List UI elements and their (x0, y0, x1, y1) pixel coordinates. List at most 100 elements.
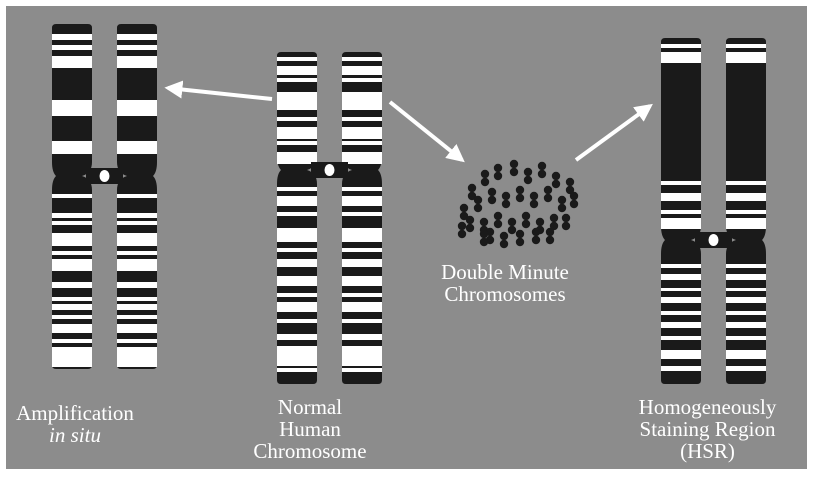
band (52, 259, 92, 271)
label-double-minute: Double Minute Chromosomes (430, 261, 580, 305)
band (52, 141, 92, 154)
band (277, 248, 317, 252)
band (277, 127, 317, 139)
dm-dot (508, 218, 516, 226)
dm-dot (502, 192, 510, 200)
band (726, 210, 766, 214)
dm-dot (530, 200, 538, 208)
dm-dot (458, 230, 466, 238)
band (117, 34, 157, 40)
dm-dot (500, 240, 508, 248)
dm-dot (474, 204, 482, 212)
dm-dot (552, 180, 560, 188)
dm-dot (494, 220, 502, 228)
band (52, 347, 92, 367)
band (661, 322, 701, 328)
dm-dot (480, 238, 488, 246)
dm-dot (538, 170, 546, 178)
band (342, 228, 382, 242)
band (277, 276, 317, 286)
band (52, 56, 92, 68)
band (277, 66, 317, 75)
band (277, 319, 317, 323)
dm-dot (458, 222, 466, 230)
band (726, 274, 766, 280)
dm-dot (532, 228, 540, 236)
dm-dot (516, 194, 524, 202)
dm-dot (558, 196, 566, 204)
band (277, 78, 317, 82)
band (117, 141, 157, 154)
band (726, 322, 766, 328)
dm-dot (494, 164, 502, 172)
band (342, 212, 382, 216)
band (342, 127, 382, 139)
dm-dot (546, 236, 554, 244)
band (277, 117, 317, 121)
band (726, 181, 766, 185)
dm-dot (562, 214, 570, 222)
dm-dot (508, 226, 516, 234)
dm-dot (494, 172, 502, 180)
band (117, 100, 157, 116)
band (277, 302, 317, 312)
band (342, 196, 382, 206)
band (342, 259, 382, 267)
band (342, 368, 382, 372)
dm-dot (516, 238, 524, 246)
label-normal-line3: Chromosome (245, 440, 375, 462)
dm-dot (524, 176, 532, 184)
band (661, 297, 701, 303)
band (661, 210, 701, 214)
label-double-minute-line2: Chromosomes (430, 283, 580, 305)
band (342, 334, 382, 340)
band (661, 288, 701, 291)
centromere-notch (709, 234, 719, 246)
band (117, 259, 157, 271)
band (277, 187, 317, 191)
dm-dot (544, 194, 552, 202)
band (726, 297, 766, 303)
band (117, 194, 157, 198)
band (661, 181, 701, 185)
band (277, 196, 317, 206)
band (117, 213, 157, 218)
band (726, 52, 766, 63)
band (117, 315, 157, 319)
band (117, 233, 157, 246)
band (342, 302, 382, 312)
dm-dot (510, 168, 518, 176)
band (277, 293, 317, 297)
band (52, 34, 92, 40)
band (52, 100, 92, 116)
dm-dot (522, 220, 530, 228)
band (342, 78, 382, 82)
dm-dot (550, 214, 558, 222)
dm-dot (494, 212, 502, 220)
band (117, 282, 157, 288)
dm-dot (570, 200, 578, 208)
band (661, 193, 701, 201)
dm-dot (468, 184, 476, 192)
dm-dot (558, 204, 566, 212)
label-normal-line1: Normal (245, 396, 375, 418)
band (52, 45, 92, 50)
band (726, 336, 766, 340)
band (726, 288, 766, 291)
band (661, 218, 701, 229)
band (52, 282, 92, 288)
dm-dot (510, 160, 518, 168)
dm-dot (500, 232, 508, 240)
band (342, 346, 382, 366)
band (52, 233, 92, 246)
band (661, 274, 701, 280)
centromere-notch (100, 170, 110, 182)
dm-dot (466, 216, 474, 224)
dm-dot (522, 212, 530, 220)
band (117, 304, 157, 310)
band (726, 366, 766, 371)
band (342, 276, 382, 286)
label-hsr-line3: (HSR) (620, 440, 795, 462)
dm-dot (474, 196, 482, 204)
band (661, 44, 701, 48)
